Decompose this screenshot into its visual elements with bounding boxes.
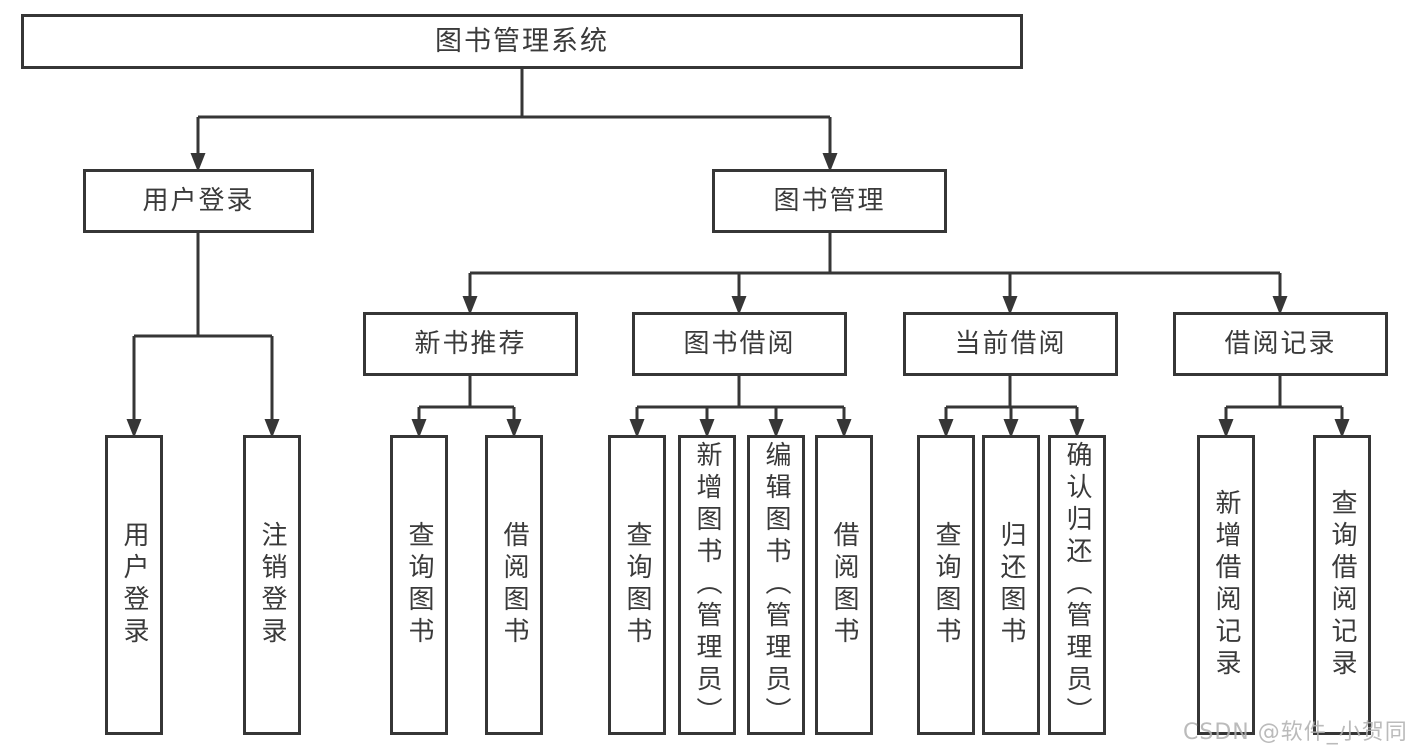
leaf-current-confirm-return-admin: 确认归还（管理员） — [1048, 435, 1106, 735]
node-book-management: 图书管理 — [712, 169, 947, 233]
leaf-records-add-borrow-record: 新增借阅记录 — [1197, 435, 1255, 735]
leaf-current-return-books: 归还图书 — [982, 435, 1040, 735]
leaf-borrow-query-books: 查询图书 — [608, 435, 666, 735]
node-current-borrowing: 当前借阅 — [903, 312, 1118, 376]
leaf-borrow-edit-books-admin: 编辑图书（管理员） — [747, 435, 805, 735]
node-new-book-recommend: 新书推荐 — [363, 312, 578, 376]
leaf-borrow-add-books-admin: 新增图书（管理员） — [678, 435, 736, 735]
csdn-watermark: CSDN @软件_小贺同学 — [1183, 720, 1405, 745]
leaf-logout: 注销登录 — [243, 435, 301, 735]
leaf-user-login: 用户登录 — [105, 435, 163, 735]
leaf-recommend-query-books: 查询图书 — [390, 435, 448, 735]
leaf-borrow-borrow-books: 借阅图书 — [815, 435, 873, 735]
leaf-recommend-borrow-books: 借阅图书 — [485, 435, 543, 735]
node-book-borrowing: 图书借阅 — [632, 312, 847, 376]
leaf-current-query-books: 查询图书 — [917, 435, 975, 735]
node-book-management-system: 图书管理系统 — [21, 14, 1023, 69]
node-borrowing-records: 借阅记录 — [1173, 312, 1388, 376]
leaf-records-query-borrow-record: 查询借阅记录 — [1313, 435, 1371, 735]
node-user-login: 用户登录 — [83, 169, 314, 233]
